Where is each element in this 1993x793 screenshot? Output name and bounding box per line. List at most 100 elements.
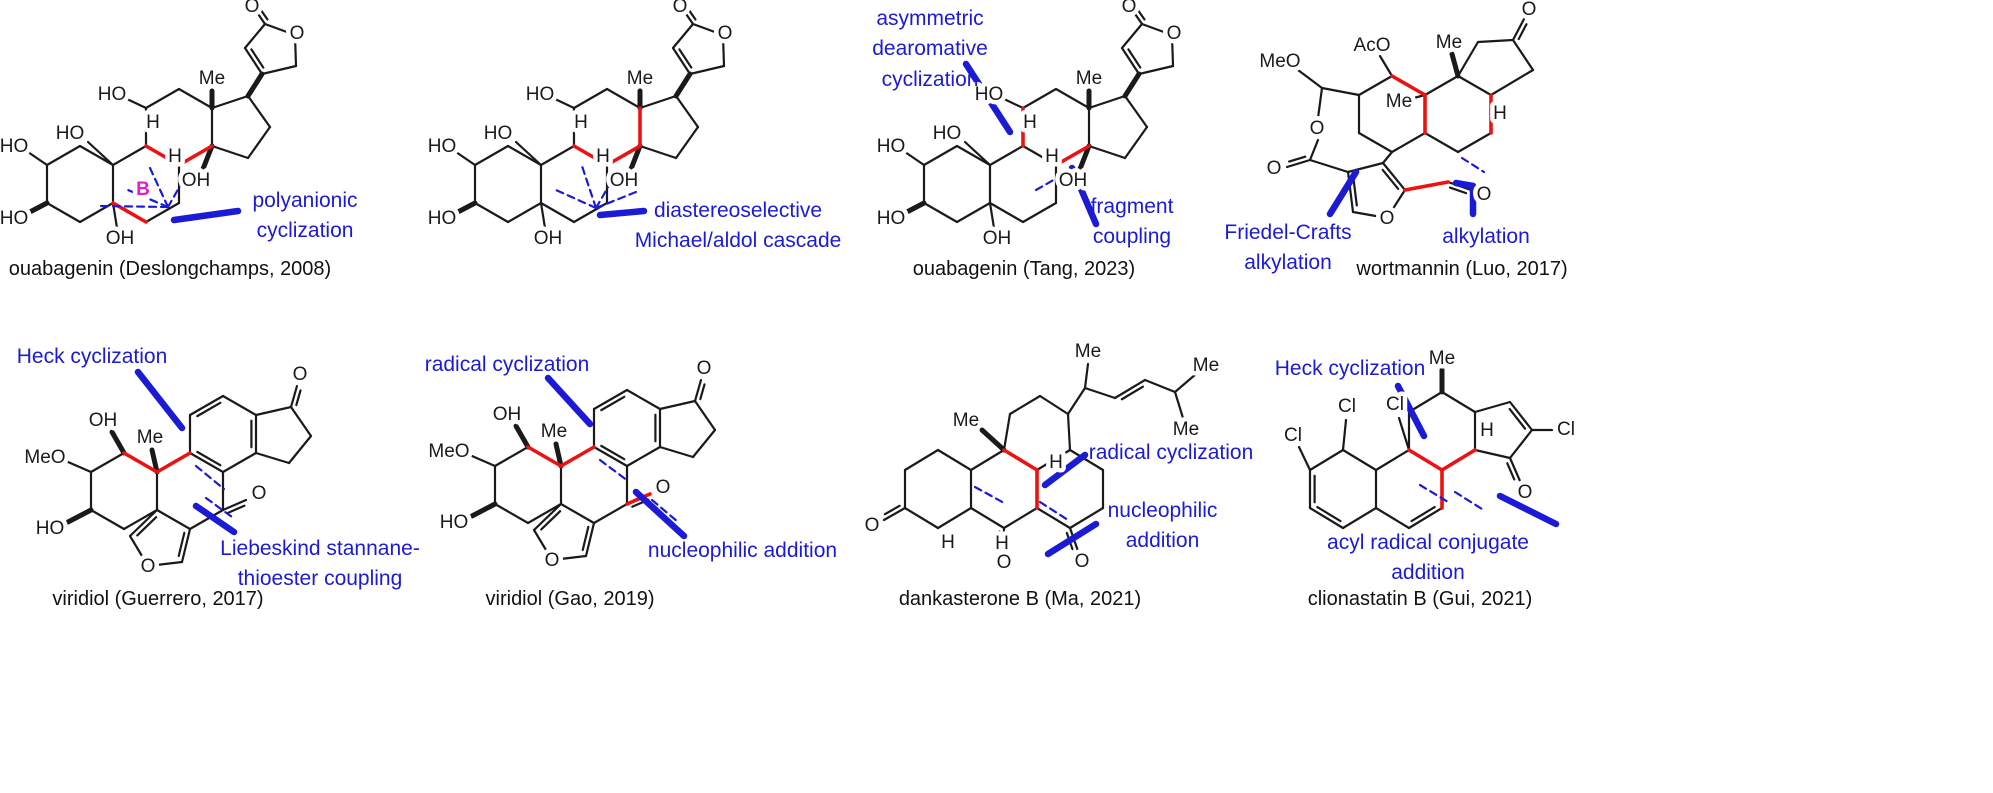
bond-line (45, 201, 82, 224)
atom-label: Me (1075, 341, 1101, 362)
caption-viridiol-gao: viridiol (Gao, 2019) (485, 588, 655, 610)
bond-line (26, 150, 49, 167)
bond-line (1316, 505, 1342, 523)
bond-highlight-dashed (594, 168, 620, 210)
bond-line (671, 46, 692, 76)
bond-line (89, 508, 126, 531)
atom-label: O (697, 358, 712, 379)
atom-label: Me (1193, 355, 1219, 376)
annotation-pointer-line (170, 207, 242, 224)
bond-line (1473, 448, 1512, 460)
bond-line (493, 502, 530, 525)
bond-line (1456, 131, 1493, 154)
annotation-nucleophilic-addition-ma: nucleophilic addition (1100, 496, 1225, 557)
bond-line (1473, 400, 1512, 414)
bond-line (600, 395, 626, 412)
bond-line (1002, 412, 1012, 452)
annotation-liebeskind-coupling: Liebeskind stannane- thioester coupling (205, 534, 435, 595)
atom-label: H (596, 146, 610, 167)
bond-highlight-dashed (194, 464, 226, 491)
bond-line (1511, 17, 1526, 42)
bond-line (1066, 386, 1087, 416)
bond-line (514, 140, 543, 167)
atom-label: H (1480, 420, 1494, 441)
bond-line (1308, 448, 1345, 472)
atom-label: HO (877, 208, 906, 229)
annotation-polyanionic-cyclization: polyanionic cyclization (240, 186, 370, 247)
atom-label: Me (137, 427, 163, 448)
bond-highlight-dashed (148, 166, 170, 209)
annotation-pointer-line (962, 60, 1014, 136)
annotation-radical-cyclization-gao: radical cyclization (422, 350, 592, 380)
bond-line (699, 383, 706, 401)
atom-label: HO (0, 136, 28, 157)
bond-line (506, 144, 543, 167)
atom-label: O (1477, 184, 1492, 205)
bond-line (1374, 448, 1411, 472)
bond-line (592, 502, 629, 525)
bond-line (122, 508, 159, 531)
bond-line (1407, 390, 1444, 414)
bond-line (688, 64, 726, 76)
annotation-line: acyl radical conjugate addition (1327, 531, 1529, 585)
bond-line (1021, 144, 1058, 167)
bond-line (1508, 456, 1522, 483)
annotation-acyl-radical-conjugate-addition: acyl radical conjugate addition (1288, 528, 1568, 589)
bond-line (221, 451, 258, 474)
bond-line (188, 394, 225, 417)
atom-label: O (1518, 482, 1533, 503)
bond-line (144, 87, 181, 110)
atom-label: O (718, 23, 733, 44)
bond-line (128, 534, 150, 568)
atom-label: O (545, 550, 560, 571)
bond-line (289, 405, 313, 438)
bond-line (625, 445, 662, 468)
bond-highlight-dashed (598, 458, 630, 483)
atom-label: Cl (1386, 394, 1404, 415)
bond-highlight-dashed (973, 485, 1008, 506)
bond-highlight-red (144, 144, 181, 167)
bond-line (454, 150, 477, 167)
bond-line (1123, 94, 1149, 129)
atom-label: HO (484, 123, 513, 144)
bond-line (600, 444, 626, 461)
bond-line (688, 9, 697, 21)
annotation-line: nucleophilic (1107, 499, 1218, 522)
bond-line (721, 33, 726, 68)
bond-line (1173, 372, 1198, 394)
annotation-pointer-line (134, 368, 186, 432)
bond-line (883, 504, 901, 516)
annotation-line: diastereoselective (653, 199, 823, 222)
bond-line (513, 423, 531, 450)
annotation-line: alkylation (1244, 251, 1332, 275)
bond-line (155, 508, 192, 531)
bond-line (969, 506, 1006, 530)
bond-highlight-dashed (166, 170, 190, 209)
atom-label: OH (493, 404, 522, 425)
bond-highlight-dashed (98, 204, 170, 209)
bond-line (200, 143, 215, 172)
annotation-pointer-line (1326, 168, 1360, 218)
atom-label: Me (541, 421, 567, 442)
bond-line (1390, 131, 1427, 154)
annotation-line: addition (1125, 529, 1200, 553)
bond-line (691, 22, 725, 37)
bond-line (671, 22, 695, 50)
atom-label: HO (428, 136, 457, 157)
bond-line (177, 531, 186, 558)
bond-line (246, 94, 272, 129)
bond-line (1140, 22, 1174, 37)
bond-highlight-dashed (204, 496, 234, 519)
bond-line (1374, 506, 1411, 530)
bond-highlight-dashed (594, 190, 638, 210)
atom-label: Me (1386, 91, 1412, 112)
atom-label: O (252, 483, 267, 504)
atom-label: H (146, 112, 160, 133)
bond-line (1137, 64, 1175, 76)
bond-line (539, 201, 547, 230)
bond-line (1508, 407, 1527, 430)
bond-line (295, 389, 302, 407)
bond-line (550, 554, 588, 562)
bond-line (1173, 390, 1185, 420)
atom-label: OH (89, 410, 118, 431)
